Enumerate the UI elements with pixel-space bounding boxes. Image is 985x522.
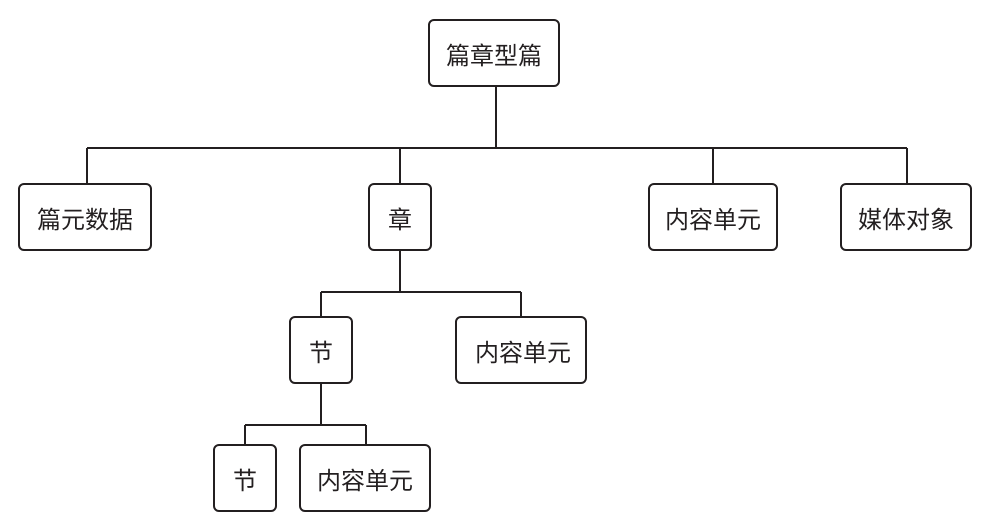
section-node: 节 [289,316,353,384]
chapter-node-label: 章 [388,205,412,234]
content-unit-node: 内容单元 [648,183,778,251]
subsection-node: 节 [213,444,277,512]
chapter-content-unit-node-label: 内容单元 [475,338,571,367]
root-node-label: 篇章型篇 [446,41,542,70]
subsection-node-label: 节 [233,466,257,495]
media-object-node-label: 媒体对象 [858,205,954,234]
meta-data-node: 篇元数据 [18,183,152,251]
chapter-node: 章 [368,183,432,251]
section-content-unit-node-label: 内容单元 [317,466,413,495]
section-node-label: 节 [309,338,333,367]
content-unit-node-label: 内容单元 [665,205,761,234]
chapter-content-unit-node: 内容单元 [455,316,587,384]
section-content-unit-node: 内容单元 [299,444,431,512]
root-node: 篇章型篇 [428,19,560,87]
media-object-node: 媒体对象 [840,183,972,251]
meta-data-node-label: 篇元数据 [37,205,133,234]
